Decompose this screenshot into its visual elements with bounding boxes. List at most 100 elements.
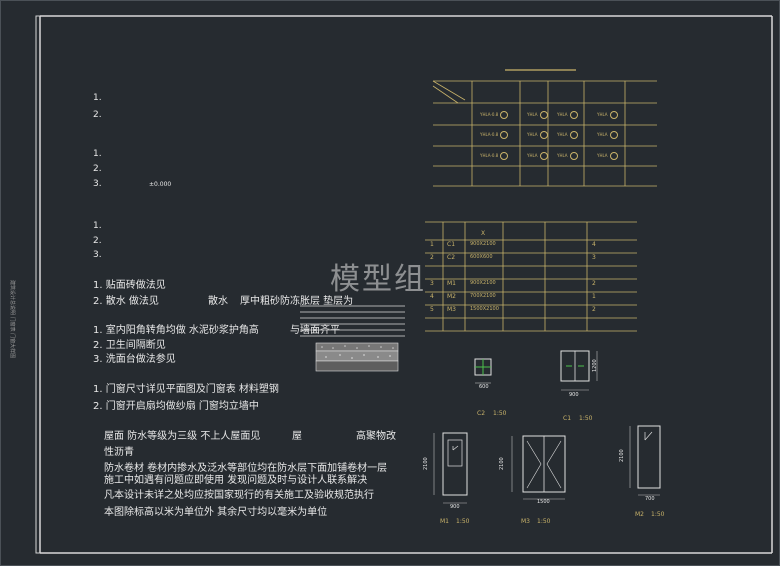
circle-symbol-icon (500, 111, 509, 119)
schedule-cell-label: YHLA-0.8 (480, 153, 499, 158)
schedule-cell: YHLA (597, 111, 618, 119)
row-code: C2 (447, 254, 456, 261)
note-item: 散水 (208, 296, 228, 307)
row-size: 700X2100 (470, 293, 496, 299)
row-number: 5 (430, 306, 434, 313)
schedule-cell: YHLA (597, 131, 618, 139)
schedule-cell: YHLA-0.8 (480, 111, 509, 119)
note-item: 厚中粗砂防冻胀层 垫层为 (240, 296, 354, 307)
note-item: 本图除标高以米为单位外 其余尺寸均以毫米为单位 (104, 507, 328, 518)
note-item: 防水卷材 卷材内掺水及泛水等部位均在防水层下面加铺卷材一层 (104, 463, 388, 474)
note-item: 1. (93, 221, 102, 231)
watermark-text: 模型组 (330, 262, 426, 297)
schedule-cell-label: YHLA (557, 153, 568, 158)
circle-symbol-icon (609, 111, 618, 119)
note-item: 性沥青 (104, 447, 134, 458)
note-item: 1. 贴面砖做法见 (93, 280, 166, 291)
row-size: 900X2100 (470, 241, 496, 247)
schedule-cell-label: YHLA (597, 112, 608, 117)
circle-symbol-icon (569, 152, 578, 160)
circle-symbol-icon (569, 111, 578, 119)
note-item: 施工中如遇有问题应即使用 发现问题及时与设计人联系解决 (104, 475, 368, 486)
schedule-cell: YHLA-0.8 (480, 152, 509, 160)
note-item: 凡本设计未详之处均应按国家现行的有关施工及验收规范执行 (104, 490, 374, 501)
row-code: C1 (447, 241, 456, 248)
note-item: 3. 洗面台做法参见 (93, 354, 176, 365)
schedule-cell-label: YHLA (557, 112, 568, 117)
c2-width-dim: 600 (479, 384, 489, 390)
schedule-cell: YHLA (527, 131, 548, 139)
circle-symbol-icon (609, 131, 618, 139)
schedule-cell: YHLA (557, 131, 578, 139)
schedule-cell: YHLA (557, 111, 578, 119)
note-item: 屋面 防水等级为三级 不上人屋面见 (104, 431, 261, 442)
note-item: 2. (93, 236, 102, 246)
m3-label: M3 (521, 518, 530, 525)
schedule-cell: YHLA (527, 152, 548, 160)
row-size: 600X600 (470, 254, 493, 260)
m3-scale: 1:50 (537, 518, 551, 525)
circle-symbol-icon (500, 152, 509, 160)
schedule-cell: YHLA (597, 152, 618, 160)
note-item: 屋 (292, 431, 302, 442)
row-quantity: 1 (592, 293, 596, 300)
row-size: 900X2100 (470, 280, 496, 286)
note-item: 1. 室内阳角转角均做 水泥砂浆护角高 (93, 325, 259, 336)
c2-scale: 1:50 (493, 410, 507, 417)
row-number: 1 (430, 241, 434, 248)
schedule-cell-label: YHLA-0.8 (480, 112, 499, 117)
note-item: 2. 散水 做法见 (93, 296, 159, 307)
note-item: 1. (93, 149, 102, 159)
note-item: 1. 门窗尺寸详见平面图及门窗表 材料塑钢 (93, 384, 279, 395)
row-code: M1 (447, 280, 456, 287)
row-code: M3 (447, 306, 456, 313)
schedule-cell-label: YHLA-0.8 (480, 132, 499, 137)
table-header-cell: X (481, 230, 486, 237)
row-quantity: 4 (592, 241, 596, 248)
m3-width-dim: 1500 (537, 499, 550, 505)
row-size: 1500X2100 (470, 306, 499, 312)
c2-label: C2 (477, 410, 486, 417)
circle-symbol-icon (609, 152, 618, 160)
schedule-cell-label: YHLA (527, 153, 538, 158)
circle-symbol-icon (539, 131, 548, 139)
row-number: 3 (430, 280, 434, 287)
elevation-mark: ±0.000 (149, 181, 172, 188)
m1-label: M1 (440, 518, 449, 525)
circle-symbol-icon (500, 131, 509, 139)
row-code: M2 (447, 293, 456, 300)
note-item: 与墙面齐平 (290, 325, 340, 336)
note-item: 2. (93, 164, 102, 174)
note-item: 1. (93, 93, 102, 103)
circle-symbol-icon (539, 152, 548, 160)
schedule-cell: YHLA (527, 111, 548, 119)
c1-scale: 1:50 (579, 415, 593, 422)
circle-symbol-icon (569, 131, 578, 139)
schedule-cell: YHLA-0.8 (480, 131, 509, 139)
c1-width-dim: 900 (569, 392, 579, 398)
schedule-cell-label: YHLA (527, 112, 538, 117)
m1-width-dim: 900 (450, 504, 460, 510)
m1-scale: 1:50 (456, 518, 470, 525)
note-item: 2. 门窗开启扇均做纱扇 门窗均立墙中 (93, 401, 259, 412)
m2-width-dim: 700 (645, 496, 655, 502)
schedule-cell-label: YHLA (597, 132, 608, 137)
note-item: 3. (93, 179, 102, 189)
row-quantity: 2 (592, 306, 596, 313)
c1-label: C1 (563, 415, 572, 422)
m2-height-dim: 2100 (619, 449, 625, 462)
note-item: 高聚物改 (356, 431, 396, 442)
note-item: 2. (93, 110, 102, 120)
m2-label: M2 (635, 511, 644, 518)
note-item: 3. (93, 250, 102, 260)
circle-symbol-icon (539, 111, 548, 119)
